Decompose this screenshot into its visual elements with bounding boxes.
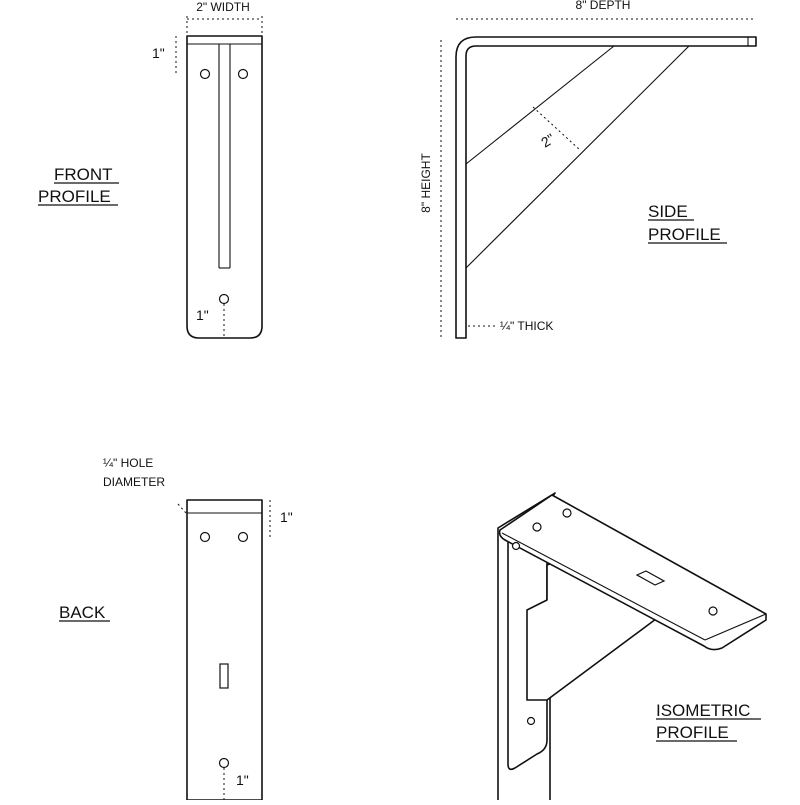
- back-top-offset-label: 1": [280, 509, 293, 525]
- iso-vertical-hole-top: [511, 541, 521, 551]
- height-dimension: 8" HEIGHT: [419, 153, 433, 213]
- front-bottom-offset-label: 1": [196, 307, 209, 323]
- thickness-dimension: ¼" THICK: [500, 319, 553, 333]
- side-profile-label-line2: PROFILE: [648, 225, 721, 244]
- iso-top-slot: [635, 570, 666, 586]
- back-label: BACK: [59, 603, 106, 622]
- iso-vertical-hole-bottom: [526, 716, 536, 726]
- front-hole-left: [199, 68, 211, 80]
- hole-diameter-label-line1: ¼" HOLE: [103, 456, 153, 470]
- iso-top-hole-front: [708, 606, 718, 616]
- front-hole-bottom: [218, 293, 230, 305]
- front-top-offset-label: 1": [152, 45, 165, 61]
- side-profile-label-line1: SIDE: [648, 202, 688, 221]
- back-hole-bottom: [218, 757, 230, 769]
- back-slot: [219, 663, 229, 689]
- iso-profile-label-line1: ISOMETRIC: [656, 701, 750, 720]
- side-profile-view: 8" DEPTH 2" 8" HEIGHT ¼" THICK SIDE PROF…: [419, 0, 757, 339]
- front-hole-right: [237, 68, 249, 80]
- back-hole-right: [237, 531, 249, 543]
- side-brace-lower-edge: [465, 45, 690, 269]
- brace-width-label: 2": [538, 130, 557, 150]
- back-view: ¼" HOLE DIAMETER 1" 1" BACK: [59, 456, 293, 801]
- side-brace-upper-edge: [465, 45, 615, 165]
- iso-top-hole-left: [532, 522, 542, 532]
- side-l-bracket-outline: [455, 36, 757, 339]
- front-plate-outline: [186, 35, 263, 339]
- front-profile-label-line2: PROFILE: [38, 187, 111, 206]
- front-profile-view: 2" WIDTH 1" 1" FRONT PROFILE: [38, 0, 263, 339]
- iso-profile-label-line2: PROFILE: [656, 723, 729, 742]
- brace-width-dimension-line: [532, 106, 581, 151]
- width-dimension: 2" WIDTH: [196, 0, 250, 14]
- back-hole-left: [199, 531, 211, 543]
- iso-top-hole-right: [562, 508, 572, 518]
- back-plate-outline: [186, 499, 263, 801]
- back-bottom-offset-label: 1": [236, 772, 249, 788]
- hole-diameter-label-line2: DIAMETER: [103, 475, 165, 489]
- depth-dimension: 8" DEPTH: [576, 0, 631, 12]
- isometric-profile-view: ISOMETRIC PROFILE: [497, 492, 767, 805]
- iso-top-plate: [498, 494, 767, 651]
- front-profile-label-line1: FRONT: [54, 165, 113, 184]
